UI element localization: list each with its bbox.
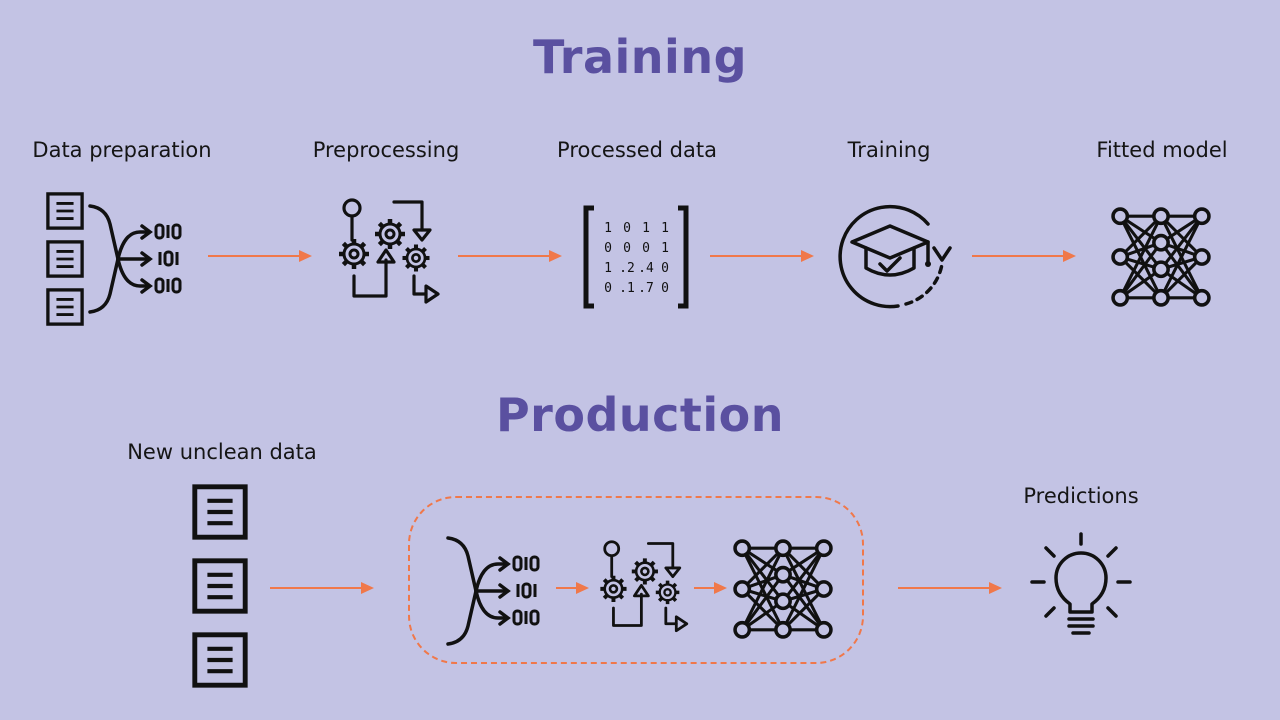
matrix-cell: 1	[604, 221, 612, 236]
matrix-cell: 1	[661, 241, 669, 256]
step-label-fitted-model: Fitted model	[1096, 138, 1228, 162]
matrix-cell: .4	[638, 261, 654, 276]
flow-arrow	[458, 250, 562, 262]
matrix-cell: 0	[642, 241, 650, 256]
flow-arrow	[898, 582, 1002, 594]
preprocessing-gears-icon	[596, 540, 692, 636]
matrix-cell: 1	[661, 221, 669, 236]
step-label-new-unclean-data: New unclean data	[127, 440, 317, 464]
matrix-cell: 0	[623, 241, 631, 256]
neural-network-icon	[732, 538, 834, 640]
data-preparation-icon	[446, 536, 546, 646]
flow-arrow	[972, 250, 1076, 262]
flow-arrow	[694, 582, 727, 594]
model-pipeline-box	[408, 496, 864, 664]
graduation-cap-training-icon	[836, 204, 954, 312]
step-label-data-preparation: Data preparation	[32, 138, 212, 162]
flow-arrow	[710, 250, 814, 262]
matrix-cell: .7	[638, 281, 654, 296]
lightbulb-icon	[1030, 530, 1132, 642]
preprocessing-gears-icon	[334, 198, 444, 308]
step-label-training: Training	[847, 138, 931, 162]
step-label-processed-data: Processed data	[557, 138, 717, 162]
step-label-predictions: Predictions	[1023, 484, 1139, 508]
matrix-cell: 1	[642, 221, 650, 236]
matrix-cell: .2	[619, 261, 635, 276]
matrix-cell: 0	[661, 261, 669, 276]
documents-icon	[190, 482, 250, 694]
data-matrix-icon: 1 0 1 1 0 0 0 1 1 .2 .4 0 0 .1 .7 0	[582, 204, 690, 310]
matrix-cell: 0	[604, 241, 612, 256]
matrix-cell: .1	[619, 281, 635, 296]
flow-arrow	[556, 582, 589, 594]
neural-network-icon	[1110, 206, 1212, 308]
training-section-title: Training	[532, 30, 747, 84]
flow-arrow	[208, 250, 312, 262]
production-section-title: Production	[495, 388, 785, 442]
matrix-cell: 0	[661, 281, 669, 296]
data-preparation-icon	[44, 190, 189, 330]
matrix-cell: 1	[604, 261, 612, 276]
step-label-preprocessing: Preprocessing	[312, 138, 460, 162]
matrix-cell: 0	[623, 221, 631, 236]
matrix-cell: 0	[604, 281, 612, 296]
flow-arrow	[270, 582, 374, 594]
